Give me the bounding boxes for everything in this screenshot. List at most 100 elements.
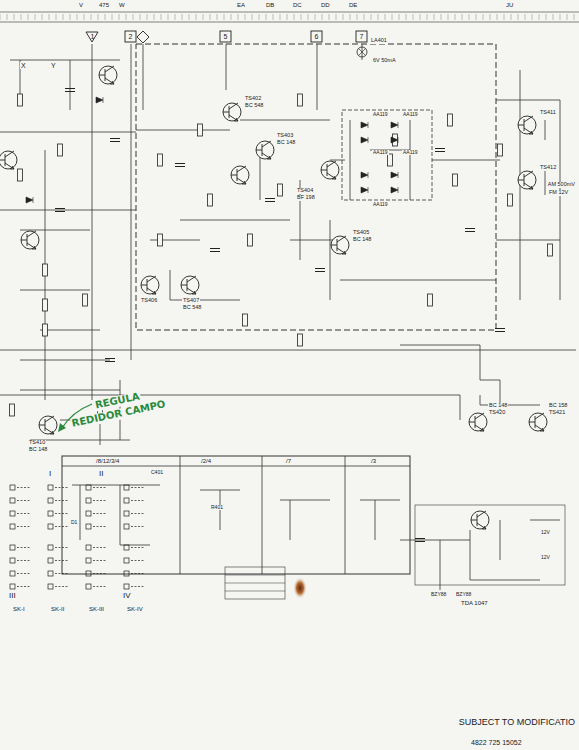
part-label: 7 — [359, 33, 365, 40]
header-tick — [525, 14, 526, 20]
part-label: R401 — [210, 505, 224, 510]
switch-contact — [48, 524, 68, 529]
header-tick — [266, 14, 267, 20]
part-label: Y — [50, 62, 57, 69]
resistor-symbol — [18, 94, 23, 106]
header-tick — [252, 14, 253, 20]
transistor-symbol — [469, 413, 487, 431]
transistor-symbol — [181, 276, 199, 294]
header-tick — [546, 14, 547, 20]
header-tick — [308, 14, 309, 20]
resistor-symbol — [508, 194, 513, 206]
resistor-symbol — [158, 154, 163, 166]
capacitor-symbol — [265, 199, 275, 202]
part-label: BZY88 — [455, 592, 472, 597]
part-label: TS406 — [140, 298, 158, 304]
transistor-symbol — [518, 171, 536, 189]
part-label: BC 548 — [244, 103, 264, 109]
resistor-symbol — [498, 144, 503, 156]
capacitor-symbol — [465, 229, 475, 232]
part-label: BF 198 — [296, 195, 316, 201]
header-tick — [420, 14, 421, 20]
resistor-symbol — [58, 144, 63, 156]
header-tick — [336, 14, 337, 20]
switch-contact — [86, 571, 106, 576]
part-label: DB — [265, 2, 275, 8]
part-label: TS412 — [539, 165, 557, 171]
switch-contact — [124, 485, 144, 490]
part-label: BC 148 — [276, 140, 296, 146]
header-tick — [196, 14, 197, 20]
switch-contact — [86, 511, 106, 516]
header-tick — [175, 14, 176, 20]
part-label: C401 — [150, 470, 164, 475]
part-label: BC 158 — [548, 403, 568, 409]
part-label: 2 — [128, 33, 134, 40]
part-label: 12V — [540, 530, 551, 535]
header-tick — [385, 14, 386, 20]
transistor-symbol — [331, 236, 349, 254]
header-tick — [21, 14, 22, 20]
diode-symbol — [391, 172, 398, 178]
header-tick — [301, 14, 302, 20]
switch-contact — [124, 558, 144, 563]
part-label: BC 148 — [352, 237, 372, 243]
part-label: TS411 — [539, 110, 557, 116]
header-tick — [126, 14, 127, 20]
switch-contact — [124, 571, 144, 576]
switch-contact — [124, 511, 144, 516]
header-tick — [371, 14, 372, 20]
header-tick — [14, 14, 15, 20]
header-tick — [35, 14, 36, 20]
part-label: III — [8, 592, 17, 600]
resistor-symbol — [18, 169, 23, 181]
resistor-symbol — [243, 314, 248, 326]
diode-symbol — [391, 187, 398, 193]
part-label: EA — [236, 2, 246, 8]
lamp-symbol — [357, 47, 367, 57]
part-label: 6V 50mA — [372, 58, 397, 64]
header-tick — [462, 14, 463, 20]
transistor-symbol — [39, 416, 57, 434]
part-label: /3 — [370, 458, 377, 464]
diode-symbol — [96, 97, 103, 103]
part-label: TS403 — [276, 133, 294, 139]
part-label: 1 — [90, 33, 96, 40]
resistor-symbol — [158, 234, 163, 246]
header-tick — [329, 14, 330, 20]
arrow-head — [58, 423, 66, 432]
column-markers — [86, 31, 367, 43]
transistor-symbol — [231, 166, 249, 184]
switch-contact — [10, 511, 30, 516]
switch-contact — [10, 558, 30, 563]
part-label: I — [48, 470, 52, 478]
part-label: TS410 — [28, 440, 46, 446]
header-tick — [378, 14, 379, 20]
header-tick — [392, 14, 393, 20]
part-label: IV — [122, 592, 132, 600]
header-tick — [448, 14, 449, 20]
resistor-symbol — [43, 299, 48, 311]
transistor-symbol — [99, 66, 117, 84]
capacitor-symbol — [495, 329, 505, 332]
resistor-symbol — [298, 94, 303, 106]
resistor-symbol — [278, 184, 283, 196]
part-label: SK-I — [12, 606, 26, 612]
lamp-cross — [359, 49, 366, 56]
part-label: TS421 — [548, 410, 566, 416]
header-tick — [168, 14, 169, 20]
capacitor-symbol — [55, 209, 65, 212]
header-tick — [203, 14, 204, 20]
header-tick — [539, 14, 540, 20]
header-tick — [504, 14, 505, 20]
header-tick — [574, 14, 575, 20]
resistor-symbol — [248, 234, 253, 246]
switch-contact — [10, 571, 30, 576]
header-tick — [518, 14, 519, 20]
capacitor-symbol — [105, 359, 115, 362]
part-label: AA119 — [402, 112, 419, 117]
switch-contact — [124, 545, 144, 550]
header-tick — [231, 14, 232, 20]
header-tick — [119, 14, 120, 20]
